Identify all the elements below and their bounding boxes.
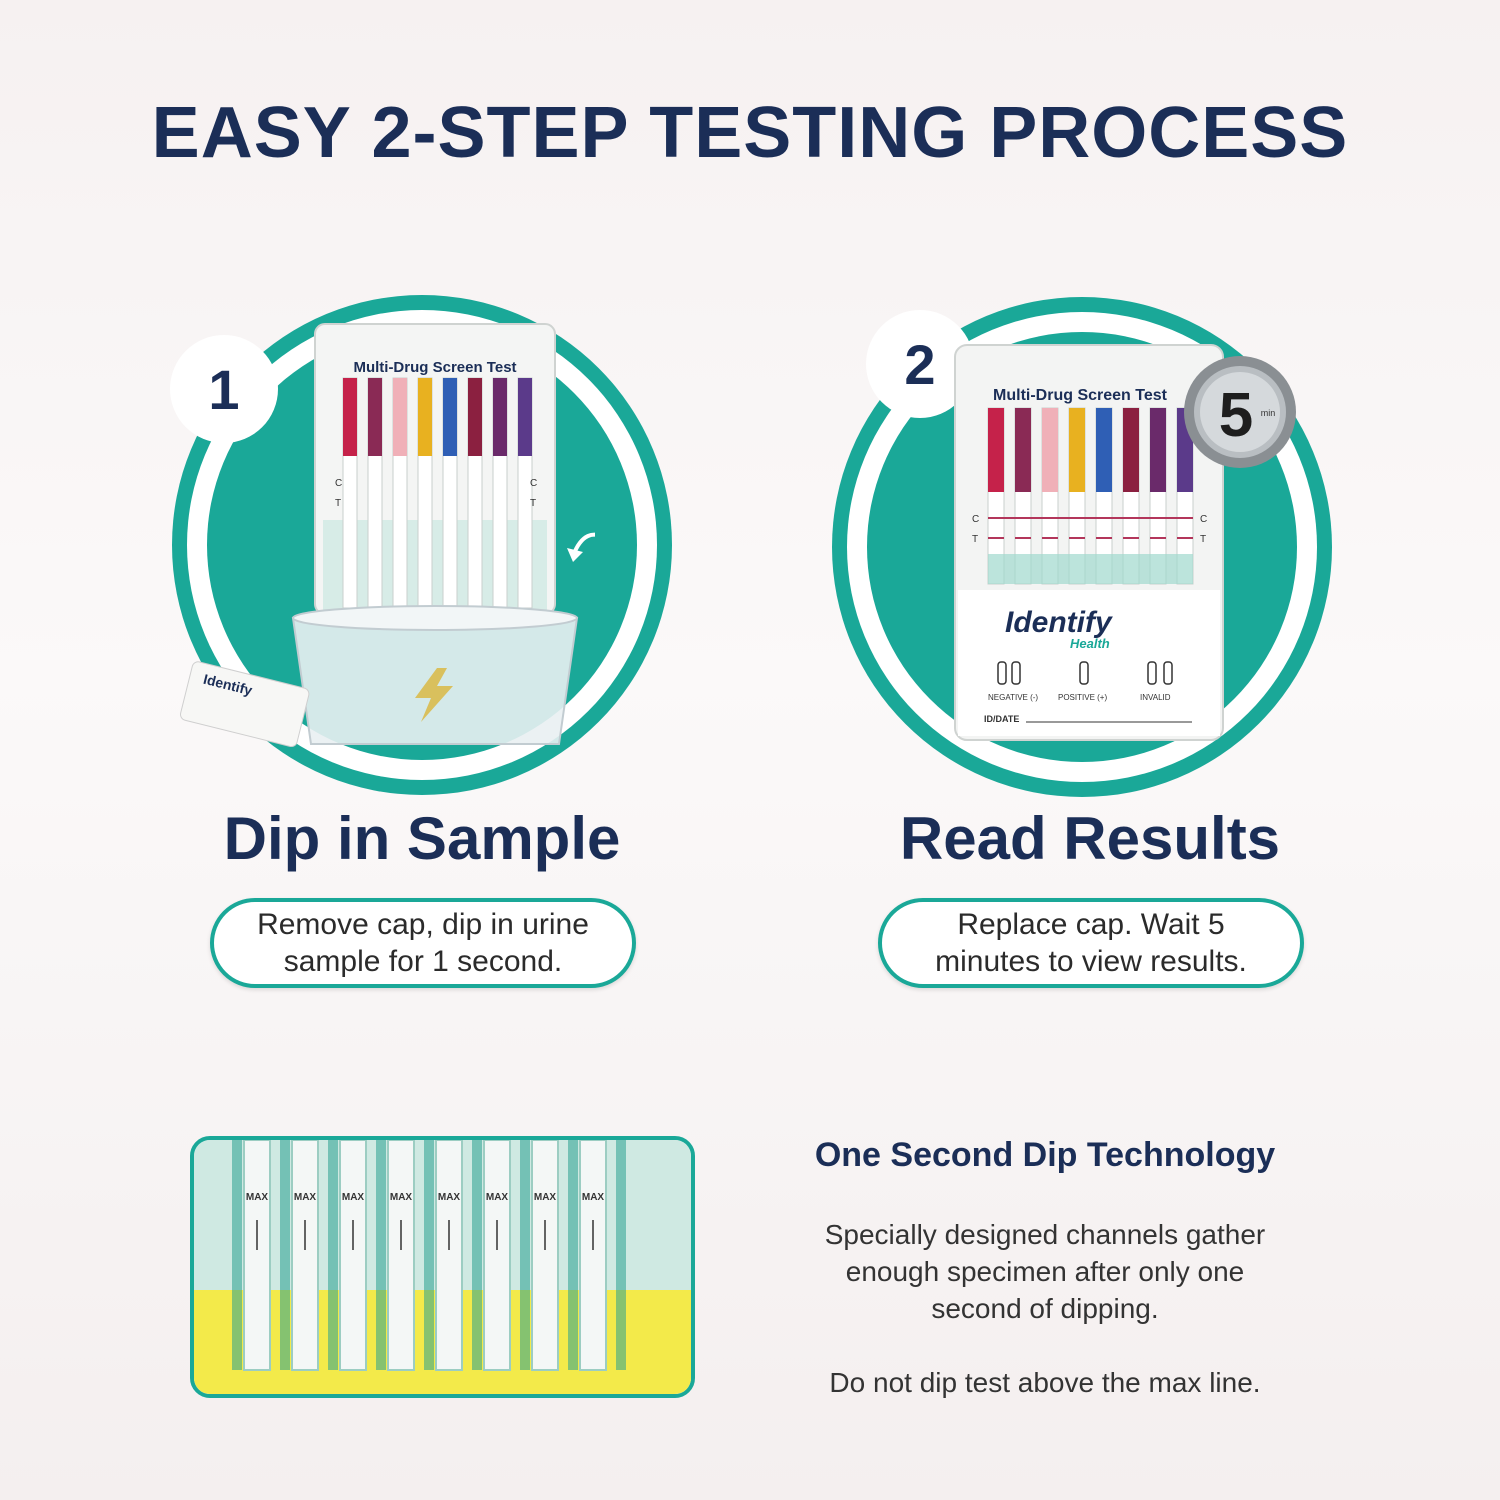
step-1-description: Remove cap, dip in urine sample for 1 se… — [210, 898, 636, 988]
step-2-number: 2 — [904, 332, 936, 396]
technology-body: Specially designed channels gather enoug… — [824, 1219, 1266, 1324]
step-2-device-label: Multi-Drug Screen Test — [993, 387, 1168, 404]
page-title: EASY 2-STEP TESTING PROCESS — [151, 93, 1349, 173]
step-2-timer-unit: min — [1261, 408, 1276, 418]
step-2-legend-positive: POSITIVE (+) — [1058, 693, 1107, 702]
step-1-device-image: Multi-Drug Screen Test C T C T — [179, 323, 595, 748]
svg-text:T: T — [530, 498, 536, 509]
svg-text:C: C — [1200, 514, 1207, 525]
technology-note: Do not dip test above the max line. — [829, 1367, 1261, 1398]
step-2-legend-invalid: INVALID — [1140, 693, 1171, 702]
svg-text:T: T — [335, 498, 341, 509]
max-label: MAX — [486, 1192, 509, 1203]
max-label: MAX — [342, 1192, 365, 1203]
step-2-legend-negative: NEGATIVE (-) — [988, 693, 1038, 702]
svg-text:C: C — [335, 478, 342, 489]
step-1-number-badge: 1 — [170, 335, 278, 443]
step-2-description: Replace cap. Wait 5 minutes to view resu… — [878, 898, 1304, 988]
max-label: MAX — [582, 1192, 605, 1203]
technology-title: One Second Dip Technology — [814, 1136, 1276, 1174]
svg-text:C: C — [530, 478, 537, 489]
step-1-strips — [342, 377, 533, 609]
step-1-title: Dip in Sample — [223, 805, 621, 872]
step-2-strips — [987, 407, 1194, 585]
step-2-device-image: Multi-Drug Screen Test — [954, 344, 1296, 741]
svg-text:T: T — [972, 534, 978, 545]
step-2-title: Read Results — [899, 805, 1281, 872]
dip-channels-image: MAX MAX MAX MAX MAX MAX MAX MAX — [194, 1140, 691, 1394]
step-1-number: 1 — [208, 357, 240, 421]
step-2-brand: Identify — [1005, 606, 1113, 639]
step-2-timer-value: 5 — [1219, 381, 1253, 450]
step-1-device-label: Multi-Drug Screen Test — [353, 359, 516, 376]
max-label: MAX — [534, 1192, 557, 1203]
step-2-id-date: ID/DATE — [984, 714, 1019, 724]
max-label: MAX — [294, 1192, 317, 1203]
max-label: MAX — [390, 1192, 413, 1203]
max-label: MAX — [438, 1192, 461, 1203]
max-label: MAX — [246, 1192, 269, 1203]
svg-text:C: C — [972, 514, 979, 525]
svg-text:T: T — [1200, 534, 1206, 545]
dip-channels-photo: MAX MAX MAX MAX MAX MAX MAX MAX — [190, 1136, 695, 1398]
step-2-brand-sub: Health — [1070, 636, 1110, 651]
